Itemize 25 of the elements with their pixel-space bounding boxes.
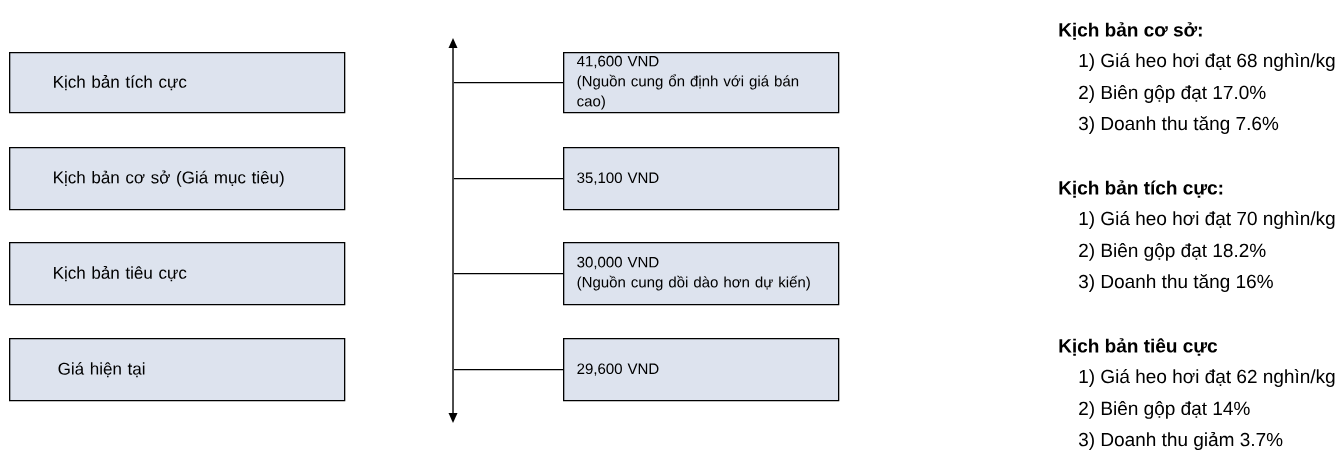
scenario-note: 2) Biên gộp đạt 17.0% — [1079, 85, 1266, 103]
scenario-note: 1) Giá heo hơi đạt 70 nghìn/kg — [1079, 211, 1335, 229]
scenario-note: 3) Doanh thu giảm 3.7% — [1078, 431, 1283, 451]
scenario-note: 1) Giá heo hơi đạt 62 nghìn/kg — [1079, 369, 1335, 387]
scale-axis — [448, 38, 458, 423]
scenario-box: Kịch bản cơ sở (Giá mục tiêu) — [9, 147, 346, 211]
scenario-note: 3) Doanh thu tăng 7.6% — [1078, 116, 1279, 134]
price-box: 41,600 VND (Nguồn cung ổn định với giá bán cao) — [563, 52, 840, 114]
scenario-heading: Kịch bản tích cực: — [1059, 180, 1223, 198]
price-box: 29,600 VND — [563, 338, 840, 402]
scenario-note: 2) Biên gộp đạt 18.2% — [1079, 243, 1266, 261]
scenario-box: Kịch bản tiêu cực — [9, 242, 346, 306]
tick-line — [453, 369, 564, 371]
price-box: 35,100 VND — [563, 147, 840, 211]
scenario-note: 3) Doanh thu tăng 16% — [1078, 274, 1273, 292]
scenario-heading: Kịch bản tiêu cực — [1059, 338, 1218, 356]
scenario-box: Kịch bản tích cực — [9, 52, 346, 114]
scenario-heading: Kịch bản cơ sở: — [1059, 22, 1202, 40]
scenario-box: Giá hiện tại — [9, 338, 346, 402]
scenario-note: 2) Biên gộp đạt 14% — [1079, 401, 1250, 419]
price-box: 30,000 VND (Nguồn cung dồi dào hơn dự kiến) — [563, 242, 840, 306]
tick-line — [453, 178, 564, 180]
scenario-note: 1) Giá heo hơi đạt 68 nghìn/kg — [1079, 53, 1335, 71]
tick-line — [453, 82, 564, 84]
tick-line — [453, 273, 564, 275]
